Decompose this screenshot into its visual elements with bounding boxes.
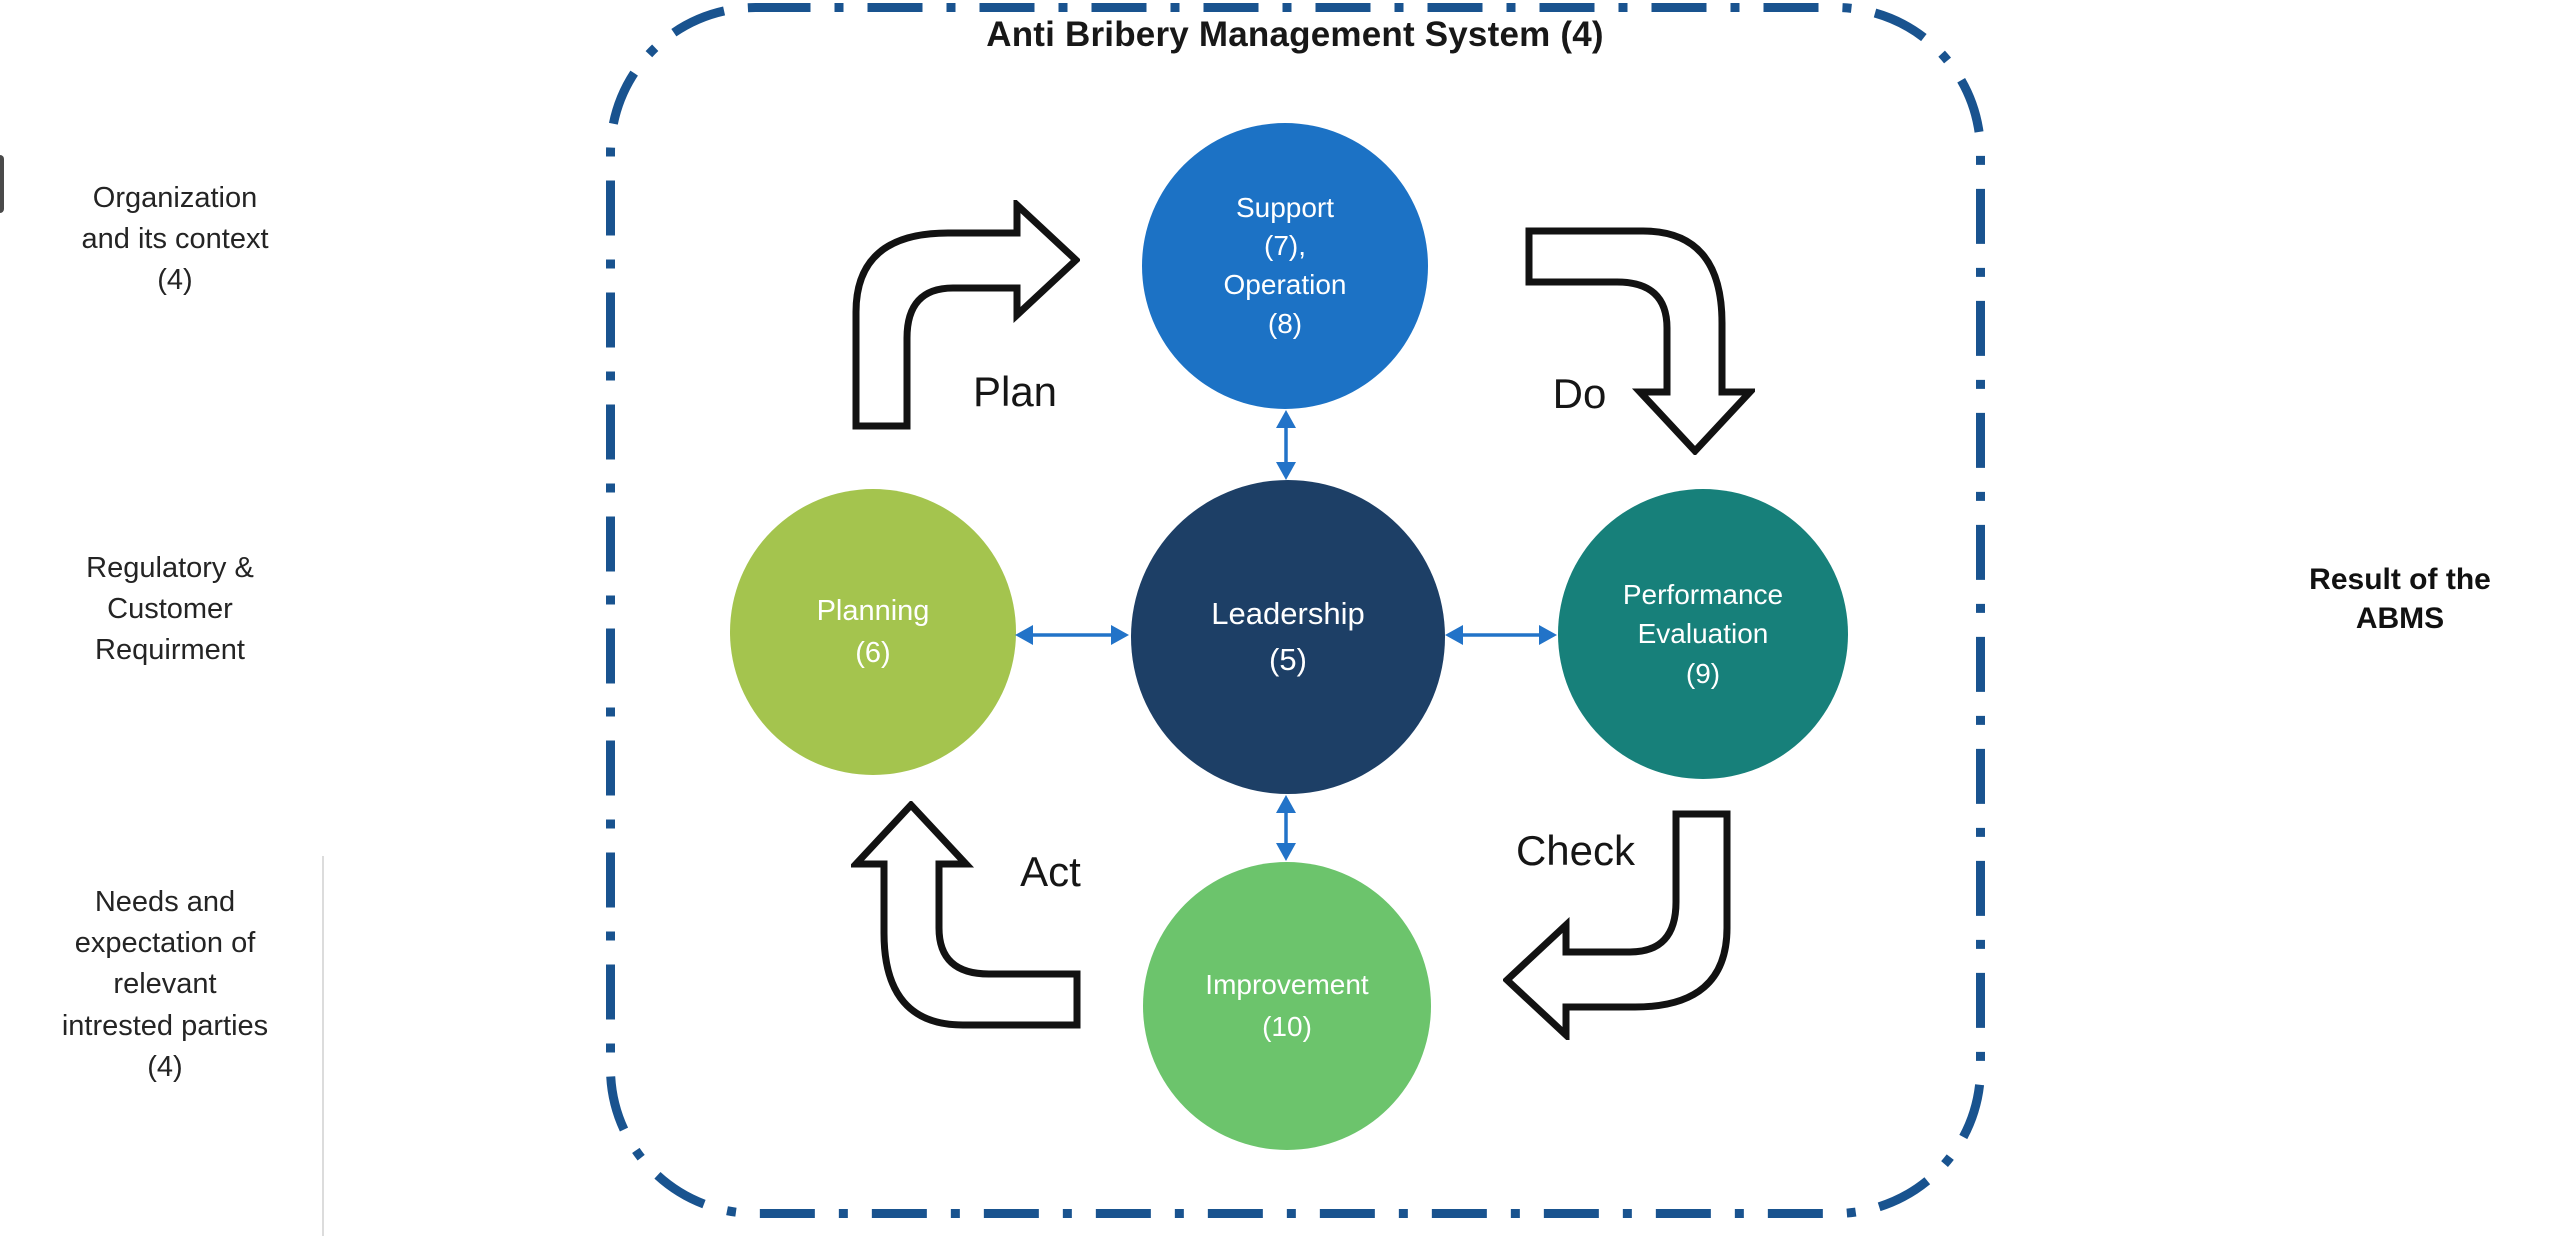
do-bent-arrow-icon — [1525, 227, 1755, 455]
label-result-of-abms: Result of the ABMS — [2309, 563, 2491, 635]
diagram-title: Anti Bribery Management System (4) — [986, 15, 1604, 54]
label-do: Do — [1552, 370, 1607, 417]
arrowhead-down-icon — [1276, 462, 1296, 480]
arrowhead-left-icon — [1015, 625, 1033, 645]
connector-planning-leadership — [1015, 625, 1129, 645]
plan-arrow-path — [852, 200, 1080, 430]
screen-edge-artifact — [0, 155, 4, 213]
label-regulatory-customer-requirement: Regulatory & Customer Requirment — [86, 552, 254, 667]
circle-planning: Planning (6) — [730, 489, 1016, 775]
arrowhead-up-icon — [1276, 410, 1296, 428]
circle-improvement: Improvement (10) — [1143, 862, 1431, 1150]
check-arrow-path — [1503, 810, 1731, 1040]
label-plan: Plan — [972, 368, 1058, 415]
arrowhead-up-icon — [1276, 795, 1296, 813]
label-needs-expectations: Needs and expectation of relevant intres… — [61, 886, 269, 1083]
act-bent-arrow-icon — [851, 801, 1081, 1029]
connector-leadership-performance — [1445, 625, 1557, 645]
label-organization-context: Organization and its context (4) — [81, 182, 269, 297]
label-check: Check — [1515, 827, 1636, 874]
faint-divider-line — [322, 856, 324, 1236]
do-arrow-path — [1525, 227, 1755, 455]
check-bent-arrow-icon — [1503, 810, 1731, 1040]
connector-support-leadership — [1276, 410, 1296, 480]
circle-performance-evaluation: Performance Evaluation (9) — [1558, 489, 1848, 779]
plan-bent-arrow-icon — [852, 200, 1080, 430]
dash-dot-border — [606, 3, 1985, 1218]
arrowhead-left-icon — [1445, 625, 1463, 645]
arrowhead-right-icon — [1539, 625, 1557, 645]
circle-leadership: Leadership (5) — [1131, 480, 1445, 794]
act-arrow-path — [851, 801, 1081, 1029]
arrowhead-right-icon — [1111, 625, 1129, 645]
connector-leadership-improvement — [1276, 795, 1296, 861]
abms-boundary-frame — [606, 3, 1985, 1218]
circle-support-operation: Support (7), Operation (8) — [1142, 123, 1428, 409]
label-act: Act — [1020, 848, 1081, 895]
arrowhead-down-icon — [1276, 843, 1296, 861]
